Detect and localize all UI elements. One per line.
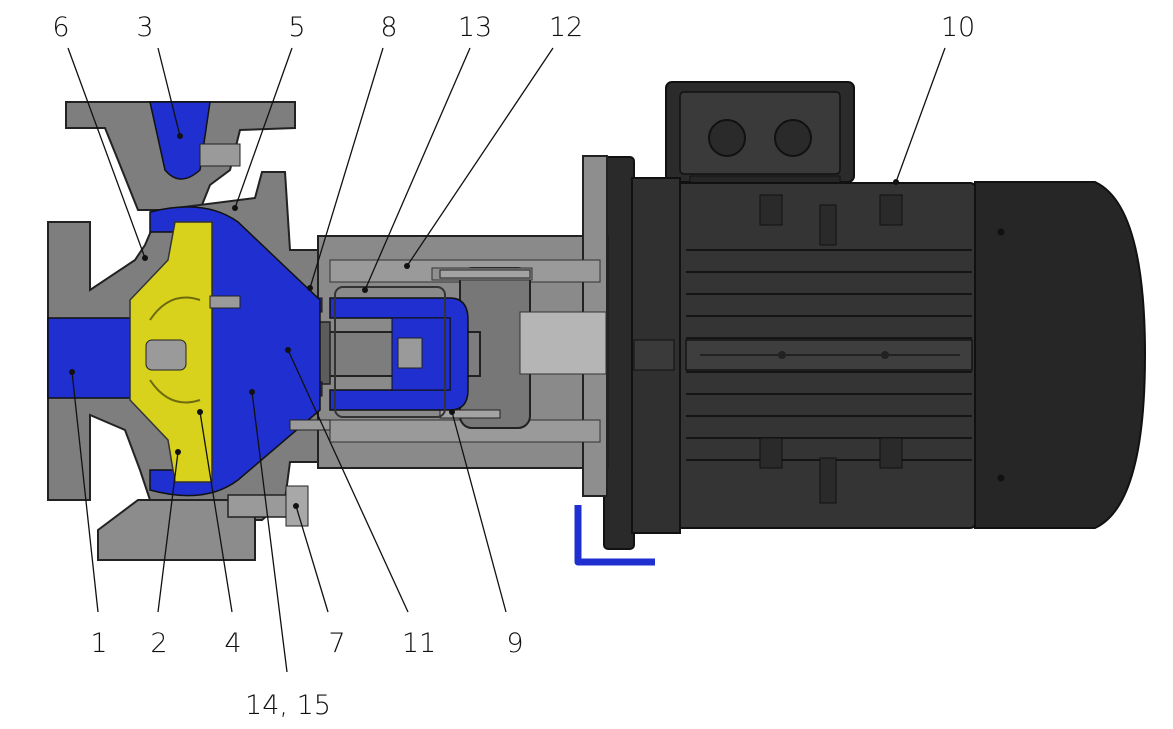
callout-11: 11 <box>402 628 436 659</box>
leader-lines <box>67 47 946 673</box>
callout-14-15: 14, 15 <box>245 690 331 721</box>
drain-pipe <box>574 505 655 566</box>
callout-6: 6 <box>52 12 69 43</box>
suction-inlet <box>47 317 131 399</box>
base-foot <box>97 499 256 561</box>
callout-13: 13 <box>458 12 492 43</box>
callout-3: 3 <box>136 12 153 43</box>
cable-gland-left <box>708 119 746 157</box>
inner-magnet-rotor <box>329 297 469 411</box>
callout-5: 5 <box>288 12 305 43</box>
callout-labels: 6 3 5 8 13 12 10 1 2 4 7 11 9 14, 15 <box>52 12 975 721</box>
volute-channel <box>149 206 321 497</box>
fan-cover <box>974 181 1147 529</box>
electric-motor <box>574 81 1147 566</box>
callout-8: 8 <box>380 12 397 43</box>
cable-gland-right <box>774 119 812 157</box>
callout-4: 4 <box>224 628 241 659</box>
callout-7: 7 <box>328 628 345 659</box>
callout-9: 9 <box>506 628 523 659</box>
containment-can <box>334 286 446 418</box>
callout-12: 12 <box>549 12 583 43</box>
callout-10: 10 <box>941 12 975 43</box>
pump-casing <box>47 101 331 561</box>
callout-2: 2 <box>150 628 167 659</box>
cooling-fins <box>686 249 972 461</box>
callout-1: 1 <box>90 628 107 659</box>
casing-bolt <box>227 494 289 518</box>
